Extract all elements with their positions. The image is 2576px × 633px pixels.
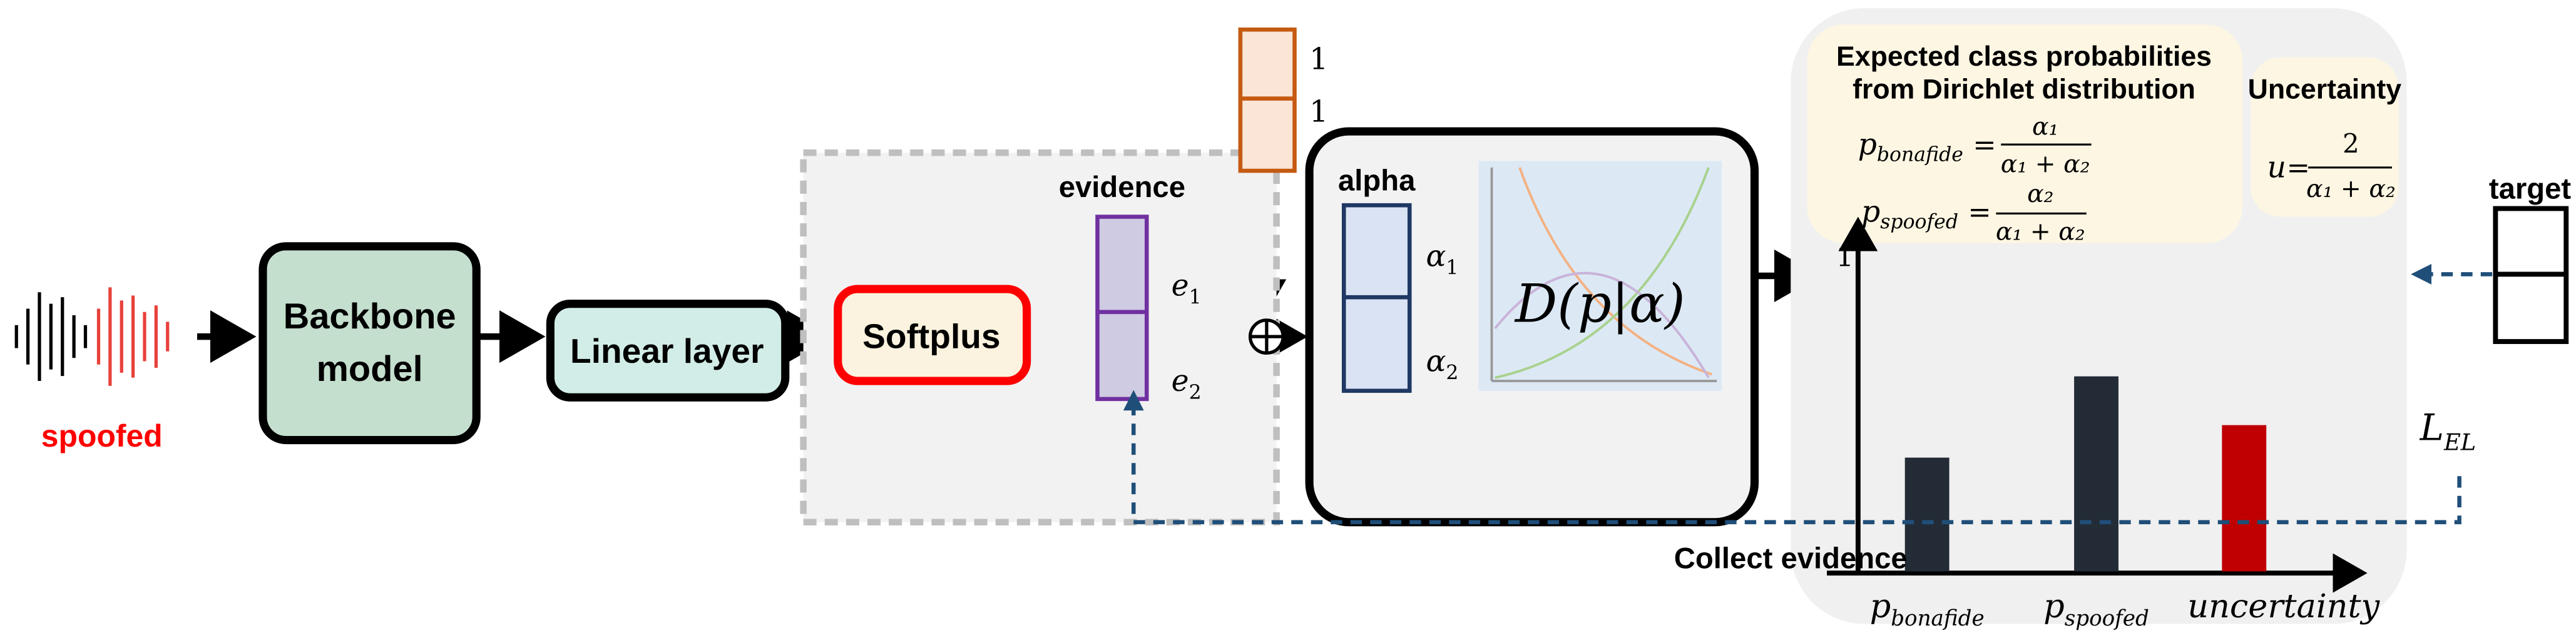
svg-text:pbonafide: pbonafide xyxy=(1858,128,1963,166)
softplus-block xyxy=(834,285,1031,385)
svg-text:α₁ + α₂: α₁ + α₂ xyxy=(1996,217,2085,246)
linear-layer-block xyxy=(546,300,790,402)
dirichlet-label: D(p|α) xyxy=(1514,273,1685,335)
bar-p-bonafide xyxy=(1904,457,1950,572)
collect-evidence-label: Collect evidence xyxy=(1674,542,1908,575)
linear-layer-label: Linear layer xyxy=(570,332,764,370)
backbone-block xyxy=(258,242,481,445)
probabilities-title-2: from Dirichlet distribution xyxy=(1853,74,2195,105)
x-tick-label-p-spoofed: pspoofed xyxy=(2043,587,2149,631)
svg-text:α₁ + α₂: α₁ + α₂ xyxy=(2001,150,2090,179)
ones-top: 1 xyxy=(1309,42,1328,76)
alpha-a2: α2 xyxy=(1426,344,1459,384)
evidence-e1: e1 xyxy=(1172,269,1202,309)
svg-text:=: = xyxy=(1973,129,1996,161)
add-icon xyxy=(1249,318,1285,355)
x-tick-label-p-bonafide: pbonafide xyxy=(1870,587,1985,631)
bar-p-spoofed xyxy=(2074,376,2119,572)
y-tick-label: 1 xyxy=(1836,240,1854,273)
alpha-title: alpha xyxy=(1338,165,1416,198)
evidence-e2: e2 xyxy=(1172,364,1202,404)
svg-text:α₁: α₁ xyxy=(2032,112,2058,141)
input-label: spoofed xyxy=(41,418,163,453)
svg-text:α₂: α₂ xyxy=(2027,180,2053,208)
uncertainty-formula: u = 2 α₁ + α₂ xyxy=(2267,128,2396,203)
backbone-label-1: Backbone xyxy=(284,296,456,337)
evidence-vector xyxy=(1095,215,1149,402)
svg-text:=: = xyxy=(1968,196,1991,228)
bar-uncertainty xyxy=(2222,425,2267,572)
svg-text:u: u xyxy=(2267,151,2286,185)
uncertainty-bar-chart: 1 pbonafide pspoofed uncertainty xyxy=(1827,216,2381,631)
backbone-label-2: model xyxy=(317,349,423,389)
svg-text:α₁ + α₂: α₁ + α₂ xyxy=(2306,175,2396,203)
target-title: target xyxy=(2489,173,2572,206)
dirichlet-plot-image xyxy=(1478,161,1722,391)
probabilities-title-1: Expected class probabilities xyxy=(1836,41,2212,72)
feedback-arrows xyxy=(1123,264,2493,525)
ones-bottom: 1 xyxy=(1309,94,1328,129)
evidence-title: evidence xyxy=(1059,171,1185,204)
uncertainty-title: Uncertainty xyxy=(2248,74,2402,105)
x-tick-label-uncertainty: uncertainty xyxy=(2187,587,2380,625)
uncertainty-box xyxy=(2251,57,2399,217)
probabilities-box xyxy=(1807,24,2243,243)
softplus-label: Softplus xyxy=(862,317,1000,356)
waveform-icon xyxy=(14,287,170,386)
svg-text:2: 2 xyxy=(2343,128,2359,159)
loss-label: LEL xyxy=(2420,407,2476,456)
svg-text:=: = xyxy=(2287,152,2310,185)
p-bonafide-formula: pbonafide = α₁ α₁ + α₂ xyxy=(1858,112,2092,179)
alpha-a1: α1 xyxy=(1426,239,1459,279)
p-spoofed-formula: pspoofed = α₂ α₁ + α₂ xyxy=(1861,180,2087,246)
